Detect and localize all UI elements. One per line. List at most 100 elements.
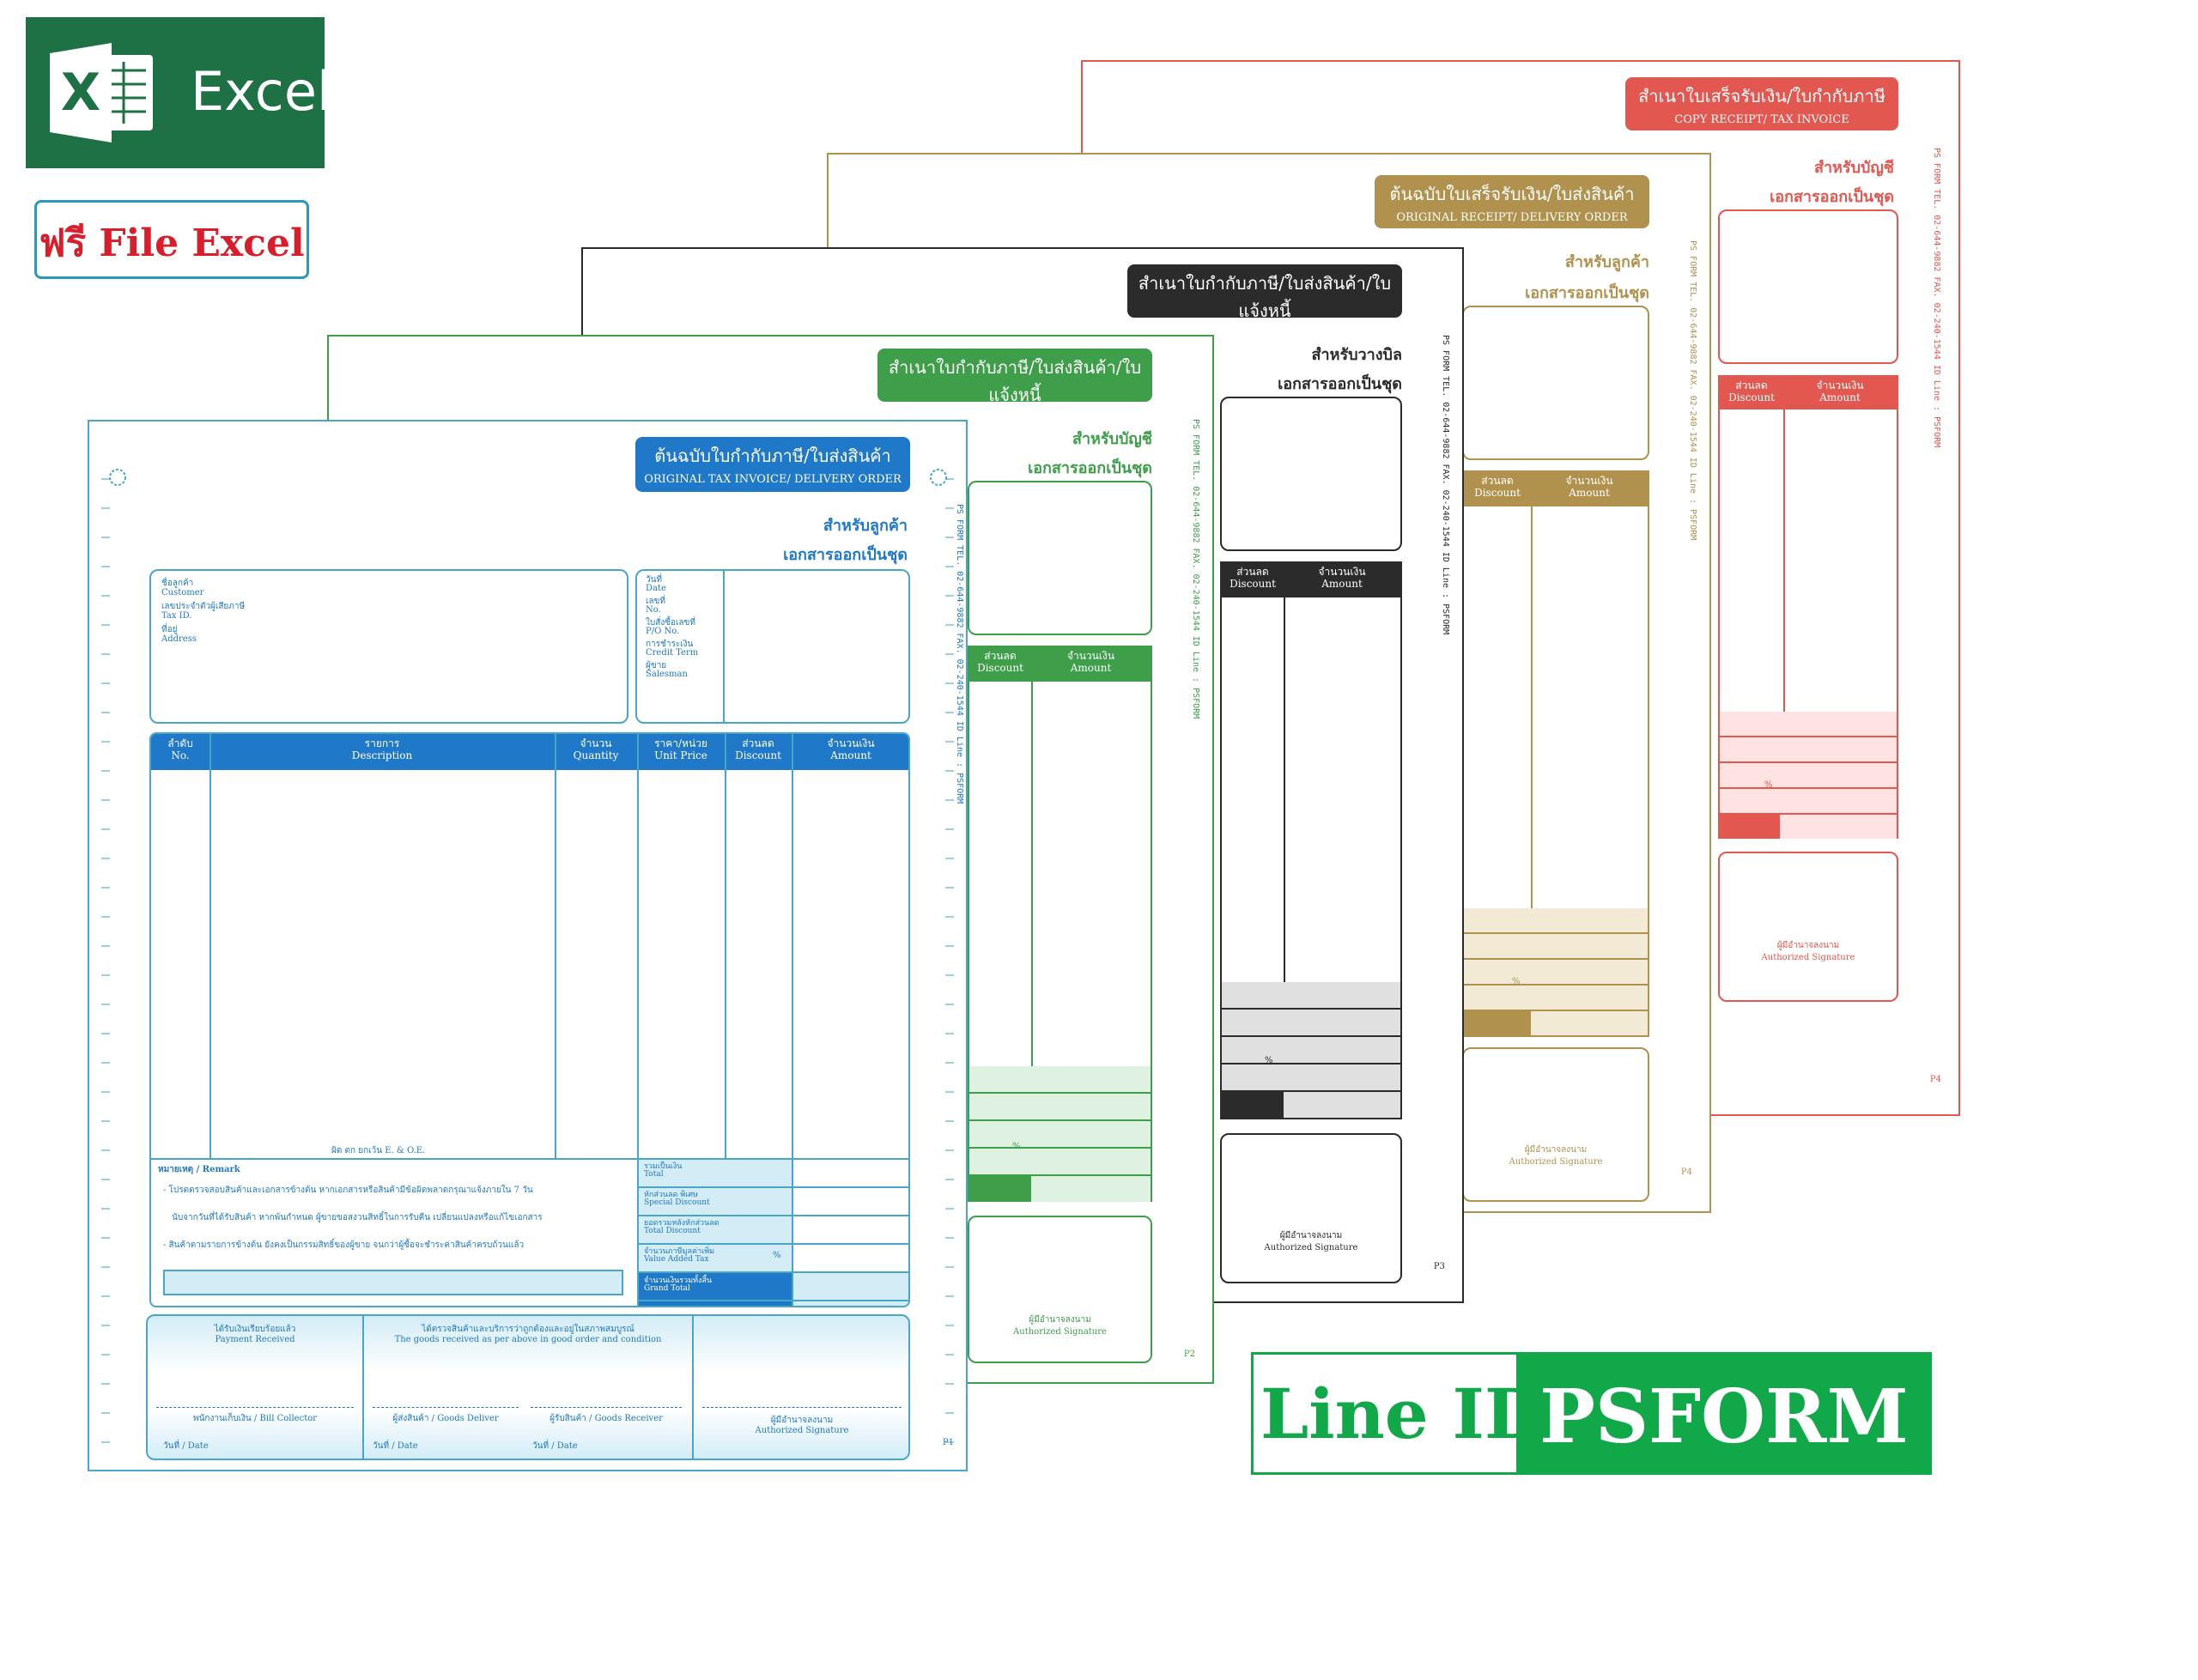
sheet-gold-sig-th: ผู้มีอำนาจลงนาม (1524, 1145, 1588, 1155)
sheet-green-pct: % (1012, 1142, 1021, 1151)
vat-pct: % (773, 1251, 781, 1260)
sheet-gold-title-th: ต้นฉบับใบเสร็จรับเงิน/ใบส่งสินค้า (1389, 184, 1635, 204)
sheet-gold-title: ต้นฉบับใบเสร็จรับเงิน/ใบส่งสินค้า ORIGIN… (1375, 175, 1649, 228)
date-label-1: วันที่ / Date (163, 1441, 209, 1451)
sheet-red-title: สำเนาใบเสร็จรับเงิน/ใบกำกับภาษี COPY REC… (1625, 77, 1898, 130)
sheet-blue-meta-box: วันที่Date เลขที่No. ใบสั่งซื้อเลขที่P/O… (635, 569, 910, 724)
goods-received-th: ได้ตรวจสินค้าและบริการว่าถูกต้องและอยู่ใ… (422, 1325, 635, 1334)
sheet-blue-footer: ได้รับเงินเรียบร้อยแล้ว Payment Received… (146, 1314, 910, 1460)
line-id-badge: Line ID PSFORM (1251, 1352, 1932, 1475)
sheet-gold-side-print: PS FORM TEL. 02-644-9882 FAX. 02-240-154… (1688, 240, 1697, 541)
sheet-green-side-print: PS FORM TEL. 02-644-9882 FAX. 02-240-154… (1191, 419, 1200, 719)
sheet-gold-copy-no: P4 (1680, 1168, 1692, 1177)
sheet-green-copy-no: P2 (1183, 1349, 1195, 1359)
free-file-label: ฟรี File Excel (39, 221, 305, 265)
date-label-2: วันที่ / Date (373, 1441, 418, 1451)
excel-icon: X (50, 43, 153, 143)
free-file-badge: ฟรี File Excel (34, 200, 309, 279)
sheet-red-title-th: สำเนาใบเสร็จรับเงิน/ใบกำกับภาษี (1638, 86, 1885, 106)
goods-deliver-label: ผู้ส่งสินค้า / Goods Deliver (392, 1414, 499, 1423)
sheet-green-sig-th: ผู้มีอำนาจลงนาม (1029, 1315, 1091, 1325)
sheet-red-sig-th: ผู้มีอำนาจลงนาม (1776, 941, 1840, 950)
sheet-green-title: สำเนาใบกำกับภาษี/ใบส่งสินค้า/ใบแจ้งหนี้ … (877, 349, 1152, 438)
meta-po-label: ใบสั่งซื้อเลขที่P/O No. (646, 618, 695, 636)
sheet-black-title-en: COPY TAX INVOICE/ DELIVERY ORDER/INVOICE (1173, 328, 1357, 354)
sheet-gold-meta-box (1462, 306, 1649, 460)
sheet-black-pct: % (1265, 1056, 1273, 1065)
remark-line-2: นับจากวันที่ได้รับสินค้า หากพ้นกำหนด ผู้… (172, 1213, 543, 1222)
sheet-black-side-print: PS FORM TEL. 02-644-9882 FAX. 02-240-154… (1441, 335, 1450, 635)
date-label-3: วันที่ / Date (532, 1441, 578, 1451)
goods-receiver-label: ผู้รับสินค้า / Goods Receiver (550, 1414, 663, 1423)
line-id-value: PSFORM (1539, 1374, 1909, 1460)
remark-line-1: - โปรดตรวจสอบสินค้าและเอกสารข้างต้น หากเ… (163, 1186, 533, 1195)
payment-received-th: ได้รับเงินเรียบร้อยแล้ว (214, 1325, 296, 1334)
sheet-gold-sig-en: Authorized Signature (1509, 1157, 1603, 1167)
sheet-blue-seal-icon-right (930, 469, 947, 486)
sheet-red-pct: % (1764, 780, 1773, 790)
sheet-black-for: สำหรับวางบิล (1311, 346, 1402, 364)
sheet-gold-pct: % (1512, 977, 1521, 986)
sheet-green-title-en: COPY TAX INVOICE/ DELIVERY ORDER/INVOICE (923, 412, 1107, 438)
sheet-red-set: เอกสารออกเป็นชุด (1770, 188, 1894, 206)
authorized-sig-th: ผู้มีอำนาจลงนาม (770, 1416, 834, 1425)
sheet-gold-title-en: ORIGINAL RECEIPT/ DELIVERY ORDER (1396, 211, 1628, 224)
meta-date-label: วันที่Date (646, 575, 666, 593)
remark-line-3: - สินค้าตามรายการข้างต้น ยังคงเป็นกรรมสิ… (163, 1240, 525, 1250)
authorized-sig-en: Authorized Signature (755, 1426, 849, 1435)
sheet-black-signature-box: ผู้มีอำนาจลงนาม Authorized Signature (1220, 1133, 1402, 1283)
sheet-blue-title-th: ต้นฉบับใบกำกับภาษี/ใบส่งสินค้า (654, 446, 891, 466)
sheet-blue-copy-no: P1 (942, 1438, 954, 1447)
sheet-black-sig-th: ผู้มีอำนาจลงนาม (1279, 1231, 1343, 1240)
sheet-gold-for: สำหรับลูกค้า (1564, 253, 1649, 271)
sheet-green-sig-en: Authorized Signature (1013, 1327, 1107, 1337)
sheet-blue-perforation-left (101, 456, 110, 1452)
sheet-red-title-en: COPY RECEIPT/ TAX INVOICE (1674, 113, 1849, 126)
sheet-green-meta-box (968, 481, 1152, 635)
remark-input-bar (163, 1270, 623, 1295)
payment-received-en: Payment Received (215, 1335, 295, 1344)
sheet-blue-seal-icon (109, 469, 126, 486)
sheet-black-title: สำเนาใบกำกับภาษี/ใบส่งสินค้า/ใบแจ้งหนี้ … (1127, 264, 1402, 354)
sheet-red-signature-box: ผู้มีอำนาจลงนาม Authorized Signature (1718, 852, 1898, 1002)
sheet-blue-eoe: ผิด ตก ยกเว้น E. & O.E. (331, 1146, 426, 1155)
sheet-black-copy-no: P3 (1433, 1262, 1445, 1271)
sheet-blue-side-print: PS FORM TEL. 02-644-9882 FAX. 02-240-154… (955, 504, 964, 804)
sheet-green-signature-box: ผู้มีอำนาจลงนาม Authorized Signature (968, 1216, 1152, 1363)
meta-no-label: เลขที่No. (646, 597, 665, 615)
sheet-black-meta-box (1220, 397, 1402, 551)
sheet-red-copy-no: P4 (1929, 1075, 1941, 1084)
sheet-gold-signature-box: ผู้มีอำนาจลงนาม Authorized Signature (1462, 1047, 1649, 1202)
sheet-blue-set: เอกสารออกเป็นชุด (783, 546, 908, 564)
customer-address-label: ที่อยู่Address (161, 625, 197, 644)
sheet-green-title-th: สำเนาใบกำกับภาษี/ใบส่งสินค้า/ใบแจ้งหนี้ (888, 357, 1142, 405)
sheet-red-side-print: PS FORM TEL. 02-644-9882 FAX. 02-240-154… (1932, 148, 1941, 448)
sheet-blue-title-en: ORIGINAL TAX INVOICE/ DELIVERY ORDER (644, 473, 902, 486)
goods-received-en: The goods received as per above in good … (394, 1335, 662, 1344)
line-id-label: Line ID (1260, 1374, 1545, 1454)
